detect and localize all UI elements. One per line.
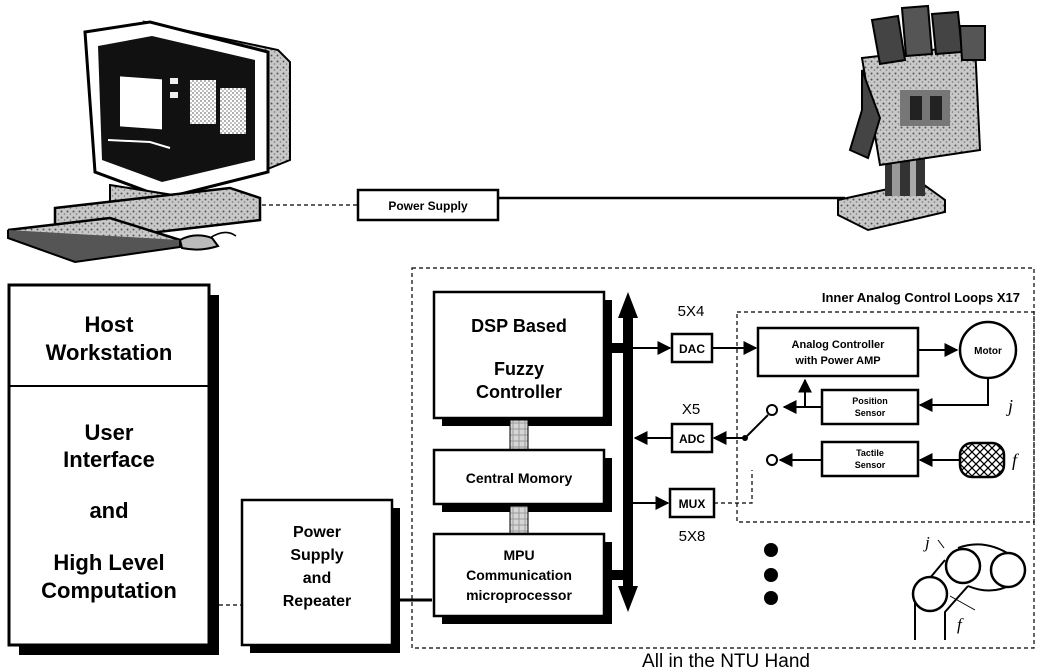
host-workstation-block: Host Workstation User Interface and High… bbox=[9, 285, 219, 655]
position-sensor-line2: Sensor bbox=[855, 408, 886, 418]
ntu-hand-caption: All in the NTU Hand bbox=[642, 651, 810, 671]
dsp-memory-link bbox=[510, 420, 528, 450]
position-sensor-line1: Position bbox=[852, 396, 888, 406]
inner-loops-title: Inner Analog Control Loops X17 bbox=[822, 290, 1020, 305]
mux-count: 5X8 bbox=[679, 528, 706, 545]
mpu-block: MPU Communication microprocessor bbox=[434, 534, 612, 624]
dsp-line2: Fuzzy bbox=[494, 359, 544, 379]
switch-contact-position bbox=[767, 405, 777, 415]
tactile-sensor-line2: Sensor bbox=[855, 460, 886, 470]
power-supply-repeater-block: Power Supply and Repeater bbox=[242, 500, 400, 653]
mpu-line3: microprocessor bbox=[466, 587, 572, 603]
motor-to-position-sensor-line bbox=[920, 378, 988, 405]
mux-to-switch-dashed-line bbox=[714, 470, 752, 503]
analog-controller-box bbox=[758, 328, 918, 376]
mpu-line2: Communication bbox=[466, 567, 572, 583]
host-title-line1: Host bbox=[85, 312, 135, 337]
continuation-dot-3 bbox=[764, 591, 778, 605]
host-line-user: User bbox=[85, 420, 134, 445]
sketch-symbol-j: j bbox=[923, 533, 930, 552]
repeater-line-power: Power bbox=[293, 524, 341, 541]
mux-label: MUX bbox=[679, 497, 706, 511]
host-line-interface: Interface bbox=[63, 447, 155, 472]
tactile-pad bbox=[960, 443, 1004, 477]
adc-label: ADC bbox=[679, 432, 705, 446]
analog-controller-line2: with Power AMP bbox=[794, 355, 880, 367]
dsp-line3: Controller bbox=[476, 382, 562, 402]
host-line-and: and bbox=[89, 498, 128, 523]
repeater-line-supply: Supply bbox=[290, 547, 343, 564]
force-symbol-f: f bbox=[1012, 450, 1020, 470]
continuation-dot-1 bbox=[764, 543, 778, 557]
mpu-line1: MPU bbox=[503, 547, 534, 563]
top-power-supply-label: Power Supply bbox=[388, 199, 468, 213]
sketch-symbol-f: f bbox=[957, 615, 964, 634]
host-computer-illustration bbox=[8, 22, 290, 262]
finger-joint-sketch bbox=[913, 540, 1025, 640]
analog-controller-line1: Analog Controller bbox=[792, 339, 886, 351]
dsp-fuzzy-controller-block: DSP Based Fuzzy Controller bbox=[434, 292, 612, 426]
repeater-line-repeater: Repeater bbox=[283, 593, 351, 610]
joint-symbol-j: j bbox=[1006, 396, 1013, 416]
dsp-line1: DSP Based bbox=[471, 316, 567, 336]
switch-blade bbox=[745, 415, 768, 438]
adc-count: X5 bbox=[682, 401, 700, 418]
host-line-computation: Computation bbox=[41, 578, 177, 603]
central-memory-block: Central Momory bbox=[434, 450, 612, 512]
host-line-high-level: High Level bbox=[53, 550, 164, 575]
dac-label: DAC bbox=[679, 342, 705, 356]
memory-mpu-link bbox=[510, 506, 528, 534]
tactile-sensor-line1: Tactile bbox=[856, 448, 884, 458]
host-title-line2: Workstation bbox=[46, 340, 173, 365]
switch-contact-tactile bbox=[767, 455, 777, 465]
dac-count: 5X4 bbox=[678, 303, 705, 320]
motor-label: Motor bbox=[974, 346, 1002, 357]
robot-hand-illustration bbox=[838, 6, 985, 230]
repeater-line-and: and bbox=[303, 570, 331, 587]
continuation-dot-2 bbox=[764, 568, 778, 582]
central-memory-label: Central Momory bbox=[466, 470, 573, 486]
